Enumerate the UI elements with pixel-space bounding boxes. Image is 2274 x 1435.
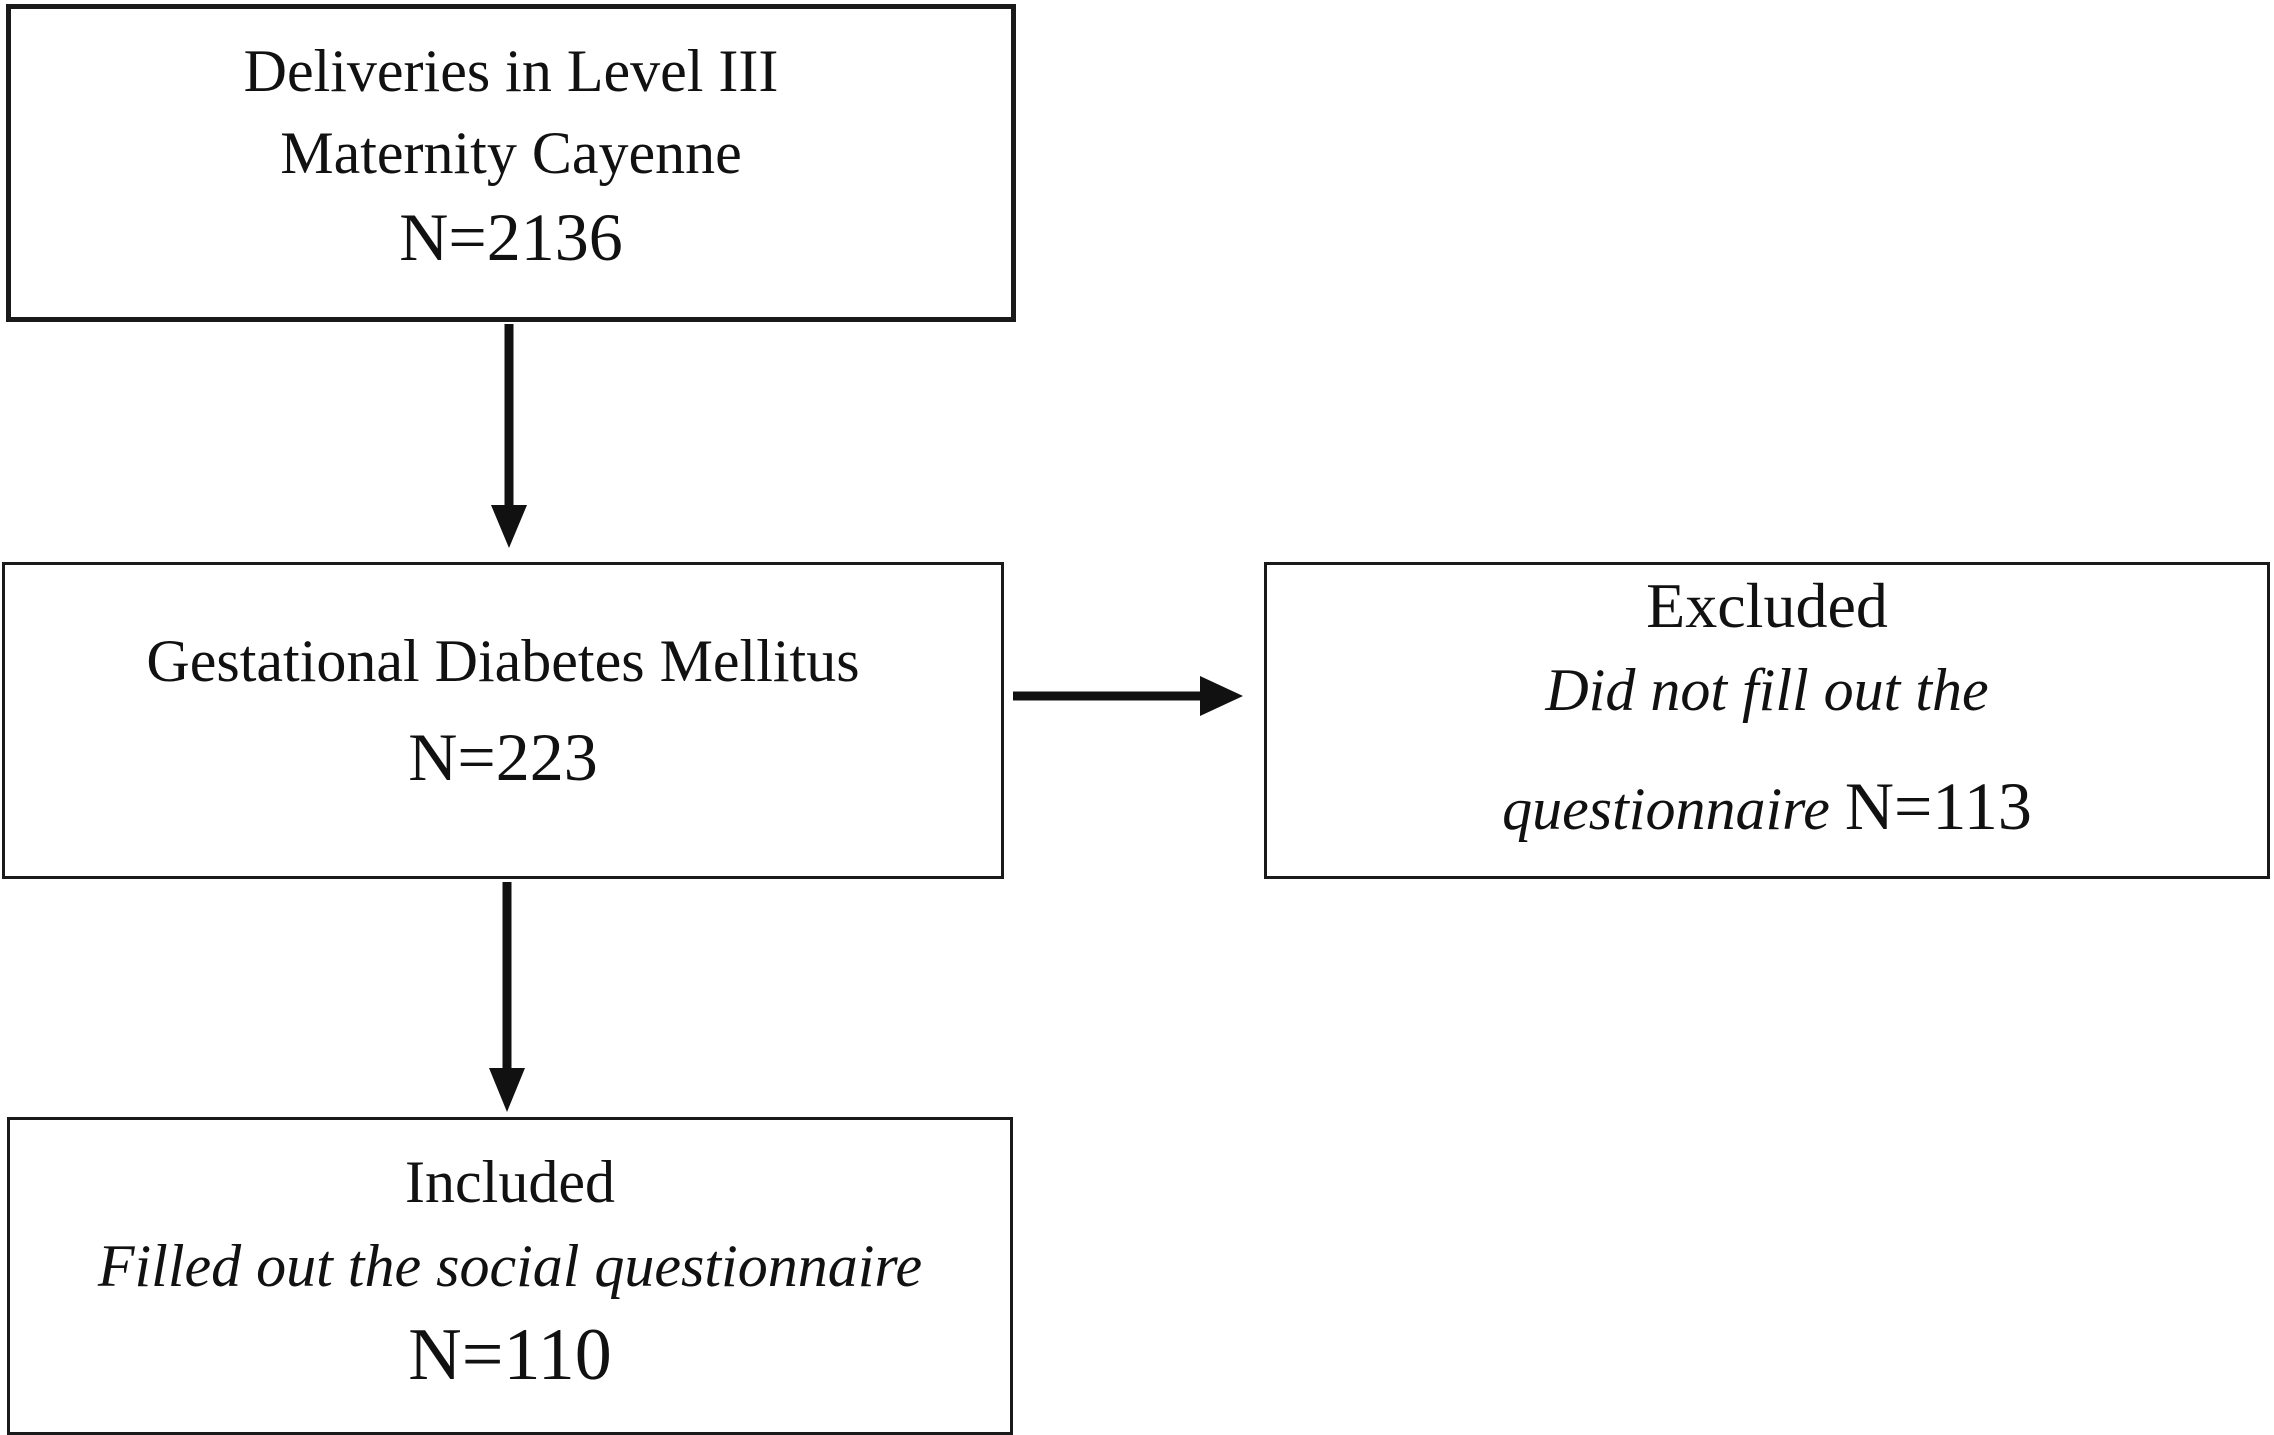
included-title: Included xyxy=(405,1149,615,1215)
deliveries-count: N=2136 xyxy=(399,199,623,275)
excluded-reason-line2-row: questionnaire N=113 xyxy=(1502,772,2032,840)
arrow-gdm-to-excluded xyxy=(1013,676,1243,716)
excluded-reason-line1: Did not fill out the xyxy=(1545,656,1989,723)
deliveries-box: Deliveries in Level III Maternity Cayenn… xyxy=(6,4,1016,322)
included-reason: Filled out the social questionnaire xyxy=(97,1233,923,1299)
gdm-count: N=223 xyxy=(408,718,598,795)
gestational-diabetes-box: Gestational Diabetes Mellitus N=223 xyxy=(2,562,1004,879)
deliveries-label-line2: Maternity Cayenne xyxy=(280,120,742,186)
excluded-title: Excluded xyxy=(1646,569,1888,641)
included-count: N=110 xyxy=(408,1314,612,1396)
gdm-label: Gestational Diabetes Mellitus xyxy=(146,627,860,694)
included-box: Included Filled out the social questionn… xyxy=(7,1117,1013,1435)
excluded-reason-line2: questionnaire xyxy=(1502,775,1845,842)
deliveries-label-line1: Deliveries in Level III xyxy=(243,38,779,104)
arrow-deliveries-to-gdm xyxy=(491,324,527,548)
excluded-box: Excluded Did not fill out the questionna… xyxy=(1264,562,2270,879)
arrow-gdm-to-included xyxy=(489,882,525,1112)
excluded-count: N=113 xyxy=(1844,767,2032,844)
